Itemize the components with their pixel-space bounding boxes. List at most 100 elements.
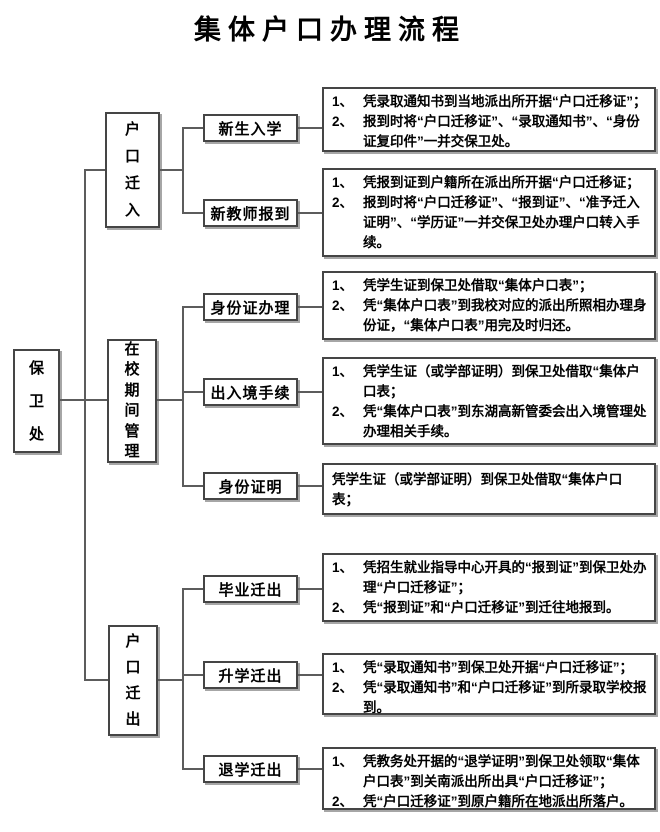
detail-item: 2、 凭“集体户口表”到东湖高新管委会出入境管理处办理相关手续。 xyxy=(332,402,649,442)
detail-item: 1、 凭招生就业指导中心开具的“报到证”到保卫处办理“户口迁移证”； xyxy=(332,558,649,598)
leaf-box-label: 升学迁出 xyxy=(218,667,283,685)
detail-item: 2、 凭“报到证”和“户口迁移证”到迁往地报到。 xyxy=(332,598,649,618)
item-text: 凭“集体户口表”到我校对应的派出所照相办理身份证，“集体户口表”用完及时归还。 xyxy=(363,298,647,333)
connector-line xyxy=(182,674,203,676)
detail-item: 1、 凭报到证到户籍所在派出所开据“户口迁移证； xyxy=(332,173,649,193)
connector-line xyxy=(298,588,322,590)
root-box-security-office: 保卫处 xyxy=(13,349,60,453)
item-number: 2、 xyxy=(332,600,354,615)
leaf-box-label: 退学迁出 xyxy=(218,761,283,779)
item-number: 2、 xyxy=(332,298,354,313)
item-number: 1、 xyxy=(332,660,354,675)
connector-rail-move-out xyxy=(182,588,184,770)
item-number: 2、 xyxy=(332,680,354,695)
item-number: 1、 xyxy=(332,754,354,769)
branch-box-hukou-move-in: 户口迁入 xyxy=(105,112,160,228)
connector-line-root xyxy=(60,399,107,401)
item-number: 1、 xyxy=(332,278,354,293)
detail-item: 1、 凭“录取通知书”到保卫处开据“户口迁移证”； xyxy=(332,658,649,678)
leaf-box-label: 新生入学 xyxy=(218,120,283,138)
connector-line-branch3 xyxy=(84,679,108,681)
leaf-box-identity-proof: 身份证明 xyxy=(203,472,298,500)
leaf-box-withdrawal-out: 退学迁出 xyxy=(203,755,298,783)
item-number: 1、 xyxy=(332,364,354,379)
detail-item: 1、 凭学生证到保卫处借取“集体户口表”； xyxy=(332,276,649,296)
item-text: 凭“集体户口表”到东湖高新管委会出入境管理处办理相关手续。 xyxy=(363,404,647,439)
connector-line xyxy=(298,306,322,308)
item-number: 1、 xyxy=(332,175,354,190)
connector-line xyxy=(182,212,203,214)
connector-line xyxy=(298,127,322,129)
item-text: 凭教务处开据的“退学证明”到保卫处领取“集体户口表”到关南派出所出具“户口迁移证… xyxy=(363,754,640,789)
item-number: 2、 xyxy=(332,195,354,210)
leaf-box-graduation-out: 毕业迁出 xyxy=(203,575,298,603)
detail-box-new-student: 1、 凭录取通知书到当地派出所开据“户口迁移证”； 2、 报到时将“户口迁移证”… xyxy=(322,87,656,152)
detail-item: 2、 报到时将“户口迁移证”、“录取通知书”、“身份证复印件”一并交保卫处。 xyxy=(332,112,649,152)
item-number: 1、 xyxy=(332,94,354,109)
connector-line xyxy=(298,212,322,214)
detail-box-withdrawal-out: 1、 凭教务处开据的“退学证明”到保卫处领取“集体户口表”到关南派出所出具“户口… xyxy=(322,747,656,810)
item-text: 凭学生证到保卫处借取“集体户口表”； xyxy=(363,278,593,293)
item-text: 凭学生证（或学部证明）到保卫处借取“集体户口表； xyxy=(363,364,640,399)
item-number: 2、 xyxy=(332,794,354,809)
leaf-box-label: 身份证明 xyxy=(218,478,283,496)
item-text: 凭录取通知书到当地派出所开据“户口迁移证”； xyxy=(363,94,647,109)
item-text: 凭“录取通知书”到保卫处开据“户口迁移证”； xyxy=(363,660,633,675)
branch-box-label: 户口迁入 xyxy=(124,121,140,219)
item-text: 凭招生就业指导中心开具的“报到证”到保卫处办理“户口迁移证”； xyxy=(363,560,647,595)
item-text: 凭报到证到户籍所在派出所开据“户口迁移证； xyxy=(363,175,640,190)
connector-line xyxy=(182,768,203,770)
detail-box-further-study-out: 1、 凭“录取通知书”到保卫处开据“户口迁移证”； 2、 凭“录取通知书”和“户… xyxy=(322,653,656,715)
branch-box-label: 户口迁出 xyxy=(125,632,141,728)
leaf-box-label: 身份证办理 xyxy=(210,299,291,317)
item-text: 凭学生证（或学部证明）到保卫处借取“集体户口表； xyxy=(332,471,623,507)
branch-box-label: 在校期间管理 xyxy=(124,340,140,461)
connector-line xyxy=(158,679,184,681)
item-text: 报到时将“户口迁移证”、“报到证”、“准予迁入证明”、“学历证”一并交保卫处办理… xyxy=(363,195,640,250)
detail-item: 1、 凭教务处开据的“退学证明”到保卫处领取“集体户口表”到关南派出所出具“户口… xyxy=(332,752,649,792)
leaf-box-label: 出入境手续 xyxy=(210,384,291,402)
leaf-box-new-teacher: 新教师报到 xyxy=(203,199,298,227)
connector-rail-move-in xyxy=(182,127,184,214)
connector-line xyxy=(160,169,184,171)
connector-rail-on-campus xyxy=(182,306,184,487)
leaf-box-new-student: 新生入学 xyxy=(203,114,298,142)
detail-box-new-teacher: 1、 凭报到证到户籍所在派出所开据“户口迁移证； 2、 报到时将“户口迁移证”、… xyxy=(322,168,656,257)
leaf-box-label: 新教师报到 xyxy=(210,205,291,223)
detail-item: 2、 凭“录取通知书”和“户口迁移证”到所录取学校报到。 xyxy=(332,678,649,718)
connector-line xyxy=(182,306,203,308)
connector-line xyxy=(157,399,184,401)
branch-box-hukou-move-out: 户口迁出 xyxy=(108,625,158,736)
leaf-box-exit-entry: 出入境手续 xyxy=(203,378,298,406)
detail-item: 2、 凭“户口迁移证”到原户籍所在地派出所落户。 xyxy=(332,792,649,812)
detail-item: 2、 报到时将“户口迁移证”、“报到证”、“准予迁入证明”、“学历证”一并交保卫… xyxy=(332,193,649,253)
page-title: 集体户口办理流程 xyxy=(194,15,466,45)
detail-item: 1、 凭学生证（或学部证明）到保卫处借取“集体户口表； xyxy=(332,362,649,402)
item-number: 2、 xyxy=(332,404,354,419)
detail-box-graduation-out: 1、 凭招生就业指导中心开具的“报到证”到保卫处办理“户口迁移证”； 2、 凭“… xyxy=(322,553,656,622)
connector-line xyxy=(298,768,322,770)
leaf-box-further-study-out: 升学迁出 xyxy=(203,661,298,689)
connector-line xyxy=(182,391,203,393)
item-number: 2、 xyxy=(332,114,354,129)
item-text: 凭“录取通知书”和“户口迁移证”到所录取学校报到。 xyxy=(363,680,647,715)
connector-line-branch1 xyxy=(84,169,105,171)
connector-line xyxy=(298,391,322,393)
root-box-label: 保卫处 xyxy=(28,359,44,443)
connector-line xyxy=(182,485,203,487)
detail-item: 1、 凭录取通知书到当地派出所开据“户口迁移证”； xyxy=(332,92,649,112)
detail-box-id-card: 1、 凭学生证到保卫处借取“集体户口表”； 2、 凭“集体户口表”到我校对应的派… xyxy=(322,271,656,340)
detail-item: 2、 凭“集体户口表”到我校对应的派出所照相办理身份证，“集体户口表”用完及时归… xyxy=(332,296,649,336)
item-number: 1、 xyxy=(332,560,354,575)
branch-box-on-campus-management: 在校期间管理 xyxy=(107,339,157,463)
detail-box-identity-proof: 凭学生证（或学部证明）到保卫处借取“集体户口表； xyxy=(322,463,656,515)
connector-line xyxy=(182,127,203,129)
connector-line xyxy=(298,674,322,676)
leaf-box-id-card: 身份证办理 xyxy=(203,293,298,321)
connector-line xyxy=(298,485,322,487)
item-text: 报到时将“户口迁移证”、“录取通知书”、“身份证复印件”一并交保卫处。 xyxy=(363,114,640,149)
leaf-box-label: 毕业迁出 xyxy=(218,581,283,599)
trunk-line xyxy=(84,169,86,681)
item-text: 凭“户口迁移证”到原户籍所在地派出所落户。 xyxy=(363,794,633,809)
